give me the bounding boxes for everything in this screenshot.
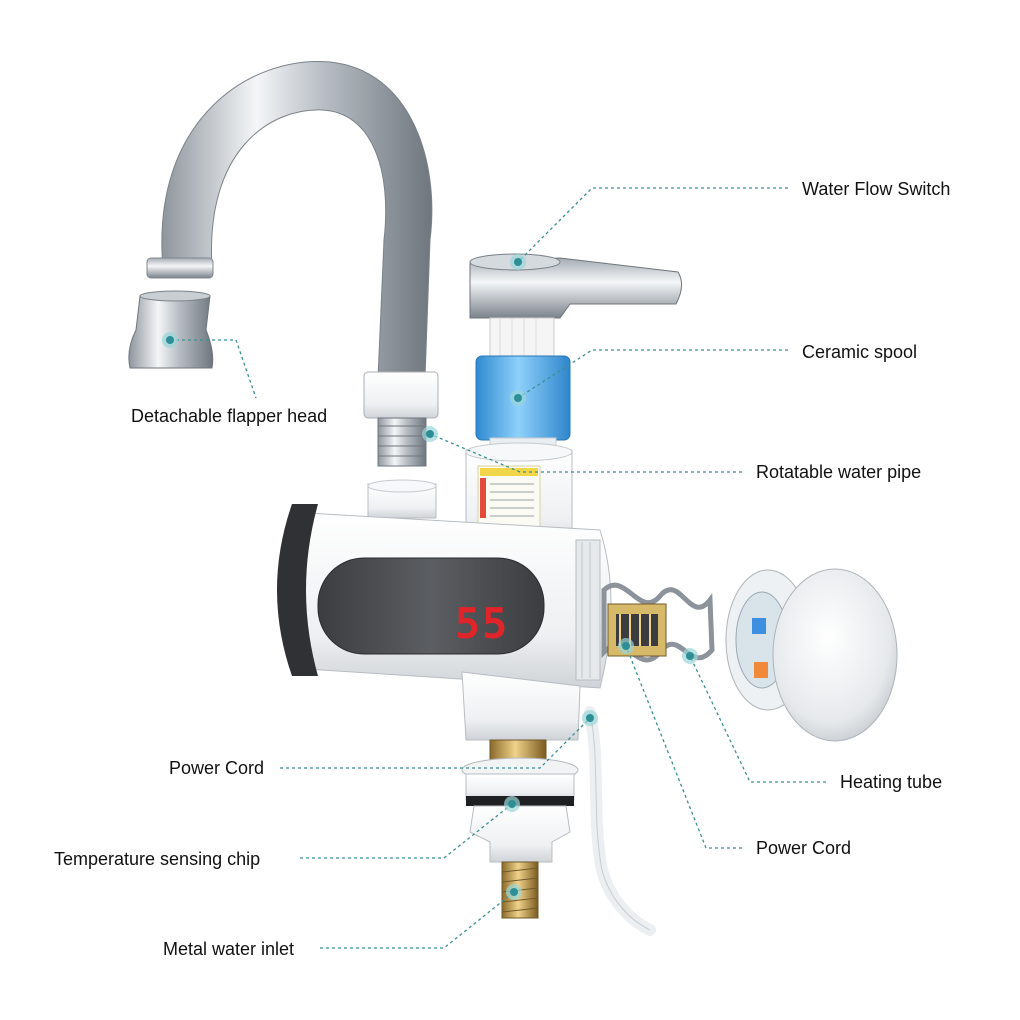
- label-ceramic-spool: Ceramic spool: [802, 342, 918, 362]
- end-cap: [725, 568, 898, 742]
- leader-lines: [170, 187, 826, 949]
- power-cord: [584, 706, 656, 936]
- ceramic-spool: [475, 317, 571, 449]
- handle: [469, 253, 682, 319]
- inlet-fittings: [461, 671, 581, 919]
- spout-connector: [363, 371, 439, 467]
- spout: [146, 60, 433, 379]
- label-rotatable-water-pipe: Rotatable water pipe: [756, 462, 922, 482]
- label-metal-water-inlet: Metal water inlet: [163, 939, 295, 959]
- temperature-display: 55: [455, 599, 510, 648]
- label-heating-tube: Heating tube: [840, 772, 943, 792]
- label-water-flow-switch: Water Flow Switch: [802, 179, 951, 199]
- heater-body: [277, 479, 612, 689]
- label-detachable-flapper-head: Detachable flapper head: [131, 406, 328, 426]
- anchor-dots: [162, 254, 698, 900]
- label-power-cord-left: Power Cord: [169, 758, 265, 778]
- label-power-cord-right: Power Cord: [756, 838, 852, 858]
- label-temperature-sensing-chip: Temperature sensing chip: [54, 849, 261, 869]
- flapper-head: [128, 290, 214, 369]
- heating-element: [601, 582, 715, 663]
